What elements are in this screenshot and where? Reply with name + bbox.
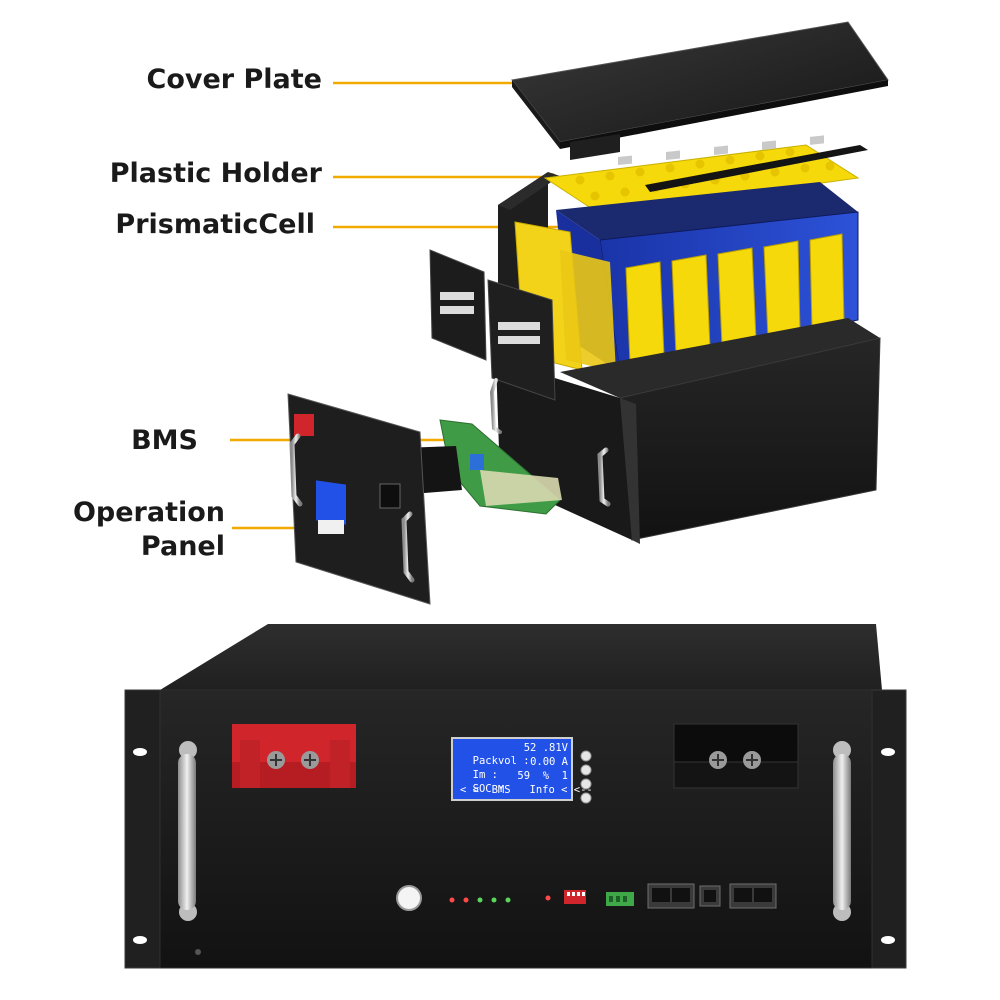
lcd-row-packvol: Packvol : 52 .81V (460, 742, 568, 781)
bracket-handle (489, 378, 502, 434)
unit-ground-screw (195, 949, 201, 955)
unit-negative-terminal (673, 723, 799, 789)
operation-panel-red-terminal (294, 414, 314, 436)
lcd-row-soc: SOC : 59 % 1 (460, 770, 568, 809)
lcd-im-value: 0.00 A (530, 756, 568, 768)
case-handle (597, 447, 611, 507)
unit-rack-ear-right (869, 689, 907, 969)
bracket-plate-1-terminals (440, 292, 474, 314)
bms-heatsink (480, 470, 562, 506)
unit-lcd-buttons (580, 750, 592, 804)
lcd-soc-value: 59 % 1 (517, 770, 568, 782)
lcd-packvol-value: 52 .81V (523, 742, 568, 754)
operation-panel-black-terminal (379, 483, 401, 509)
top-busbar (645, 145, 868, 192)
operation-panel-lcd (316, 480, 346, 525)
case-rack-ear (620, 398, 640, 544)
operation-panel-plate (287, 393, 431, 605)
unit-green-connector (606, 892, 634, 906)
cover-bracket (570, 134, 620, 160)
cell-insulator-pads (625, 233, 845, 363)
cell-terminals (618, 135, 824, 166)
unit-rj45-port-openings (652, 888, 772, 902)
lcd-row-im: Im : 0.00 A (460, 756, 568, 795)
label-prismatic-cell: PrismaticCell (115, 209, 315, 240)
unit-handle-left (178, 741, 197, 921)
bracket-plate-2-terminals (498, 322, 540, 344)
bms-blue-connector (470, 454, 484, 470)
unit-dip-switch (564, 890, 586, 904)
operation-panel-handle-left (289, 433, 303, 507)
unit-lcd-screen (451, 737, 573, 801)
label-cover-plate: Cover Plate (146, 64, 322, 95)
label-operation-panel-line1: Operation (72, 497, 225, 528)
cell-block-top (556, 182, 858, 240)
label-bms: BMS (131, 425, 198, 456)
lcd-soc-label: SOC : (472, 783, 505, 795)
label-operation-panel-line2: Panel (140, 531, 225, 562)
unit-power-button (396, 885, 422, 911)
lcd-packvol-label: Packvol : (472, 755, 530, 767)
unit-top-face (160, 624, 882, 690)
cover-plate-edge (560, 80, 888, 149)
cover-plate-left-edge (512, 80, 560, 149)
cover-plate (511, 21, 889, 143)
case-top-rim (498, 172, 560, 210)
unit-handle-right (833, 741, 851, 921)
lcd-row-info: < < BMS Info < <-- (460, 784, 593, 796)
unit-status-leds (449, 895, 551, 903)
unit-positive-terminal (232, 724, 356, 788)
case-top-edge (560, 318, 880, 398)
operation-panel-breaker (318, 520, 344, 534)
operation-panel-handle-right (401, 511, 415, 583)
lcd-im-label: Im : (472, 769, 498, 781)
unit-rack-ear-left (124, 689, 162, 969)
case-left-side (496, 360, 632, 540)
unit-ear-slots (133, 748, 895, 944)
label-plastic-holder: Plastic Holder (109, 158, 322, 189)
side-insulator-sheet-2 (560, 250, 616, 372)
bracket-plate-1 (429, 249, 487, 361)
